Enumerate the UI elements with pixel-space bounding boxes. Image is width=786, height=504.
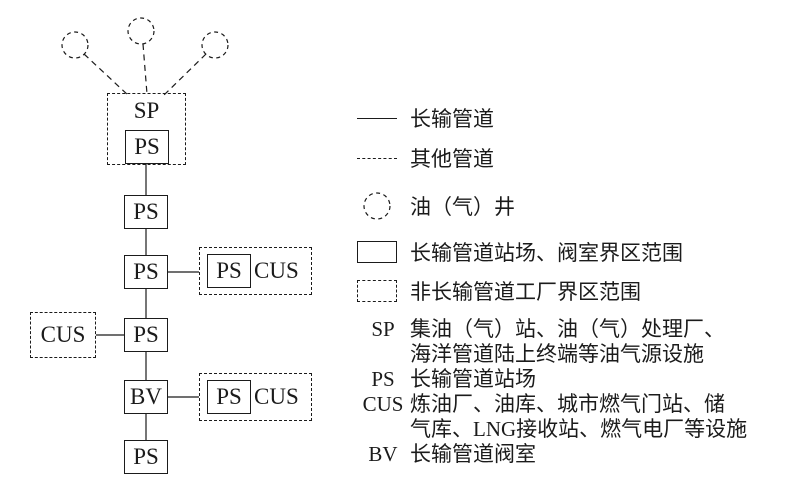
ps-station-box: PS — [125, 130, 169, 164]
definition-row-sp: SP 集油（气）站、油（气）处理厂、 海洋管道陆上终端等油气源设施 — [362, 317, 766, 367]
legend-item-non-pipeline-plant-boundary: 非长输管道工厂界区范围 — [356, 280, 641, 304]
oil-gas-well-icon — [201, 31, 229, 59]
legend-item-other-pipeline: 其他管道 — [356, 146, 494, 171]
legend-label: 油（气）井 — [410, 195, 515, 219]
solid-rect-icon — [356, 241, 398, 263]
cus-label: CUS — [254, 258, 299, 283]
definition-desc: 长输管道阀室 — [410, 442, 536, 466]
definition-row-bv: BV 长输管道阀室 — [362, 442, 766, 467]
cus-facility-box: CUS — [30, 312, 96, 358]
legend-label: 其他管道 — [410, 147, 494, 171]
definition-row-cus: CUS 炼油厂、油库、城市燃气门站、储 气库、LNG接收站、燃气电厂等设施 — [362, 392, 766, 442]
definition-term: SP — [371, 317, 395, 341]
dashed-circle-icon — [356, 190, 398, 222]
definition-desc: 长输管道站场 — [410, 367, 536, 391]
definition-desc: 炼油厂、油库、城市燃气门站、储 气库、LNG接收站、燃气电厂等设施 — [410, 392, 748, 441]
ps-station-box: PS — [207, 380, 251, 414]
ps-station-box: PS — [124, 195, 168, 229]
ps-station-box: PS — [124, 318, 168, 352]
definition-term: PS — [371, 367, 395, 391]
cus-label: CUS — [40, 322, 86, 347]
bv-valve-room-box: BV — [124, 380, 168, 414]
definition-desc: 集油（气）站、油（气）处理厂、 海洋管道陆上终端等油气源设施 — [410, 317, 725, 366]
ps-cus-group-box: PS CUS — [199, 373, 312, 421]
oil-gas-well-icon — [61, 31, 89, 59]
ps-station-box: PS — [207, 254, 251, 288]
oil-gas-well-icon — [127, 17, 155, 45]
legend-item-long-distance-pipeline: 长输管道 — [356, 106, 494, 131]
dashed-rect-icon — [356, 280, 398, 302]
sp-label: SP — [133, 98, 160, 123]
other-pipeline-line — [142, 43, 148, 95]
definition-term: BV — [368, 442, 398, 466]
definition-row-ps: PS 长输管道站场 — [362, 367, 766, 392]
ps-station-box: PS — [124, 255, 168, 289]
legend-item-station-boundary: 长输管道站场、阀室界区范围 — [356, 241, 683, 265]
definition-term: CUS — [362, 392, 404, 416]
cus-label: CUS — [254, 384, 299, 409]
legend-item-oil-gas-well: 油（气）井 — [356, 190, 515, 222]
ps-cus-group-box: PS CUS — [199, 247, 312, 295]
legend-label: 长输管道站场、阀室界区范围 — [410, 241, 683, 265]
legend-label: 非长输管道工厂界区范围 — [410, 280, 641, 304]
abbreviation-definitions: SP 集油（气）站、油（气）处理厂、 海洋管道陆上终端等油气源设施 PS 长输管… — [362, 317, 766, 467]
ps-station-box: PS — [124, 440, 168, 474]
legend-label: 长输管道 — [410, 107, 494, 131]
solid-line-icon — [356, 117, 398, 119]
dashed-line-icon — [356, 157, 398, 159]
other-pipeline-line — [83, 53, 130, 97]
sp-source-facility-box: SP PS — [107, 93, 186, 165]
other-pipeline-line — [162, 53, 207, 97]
